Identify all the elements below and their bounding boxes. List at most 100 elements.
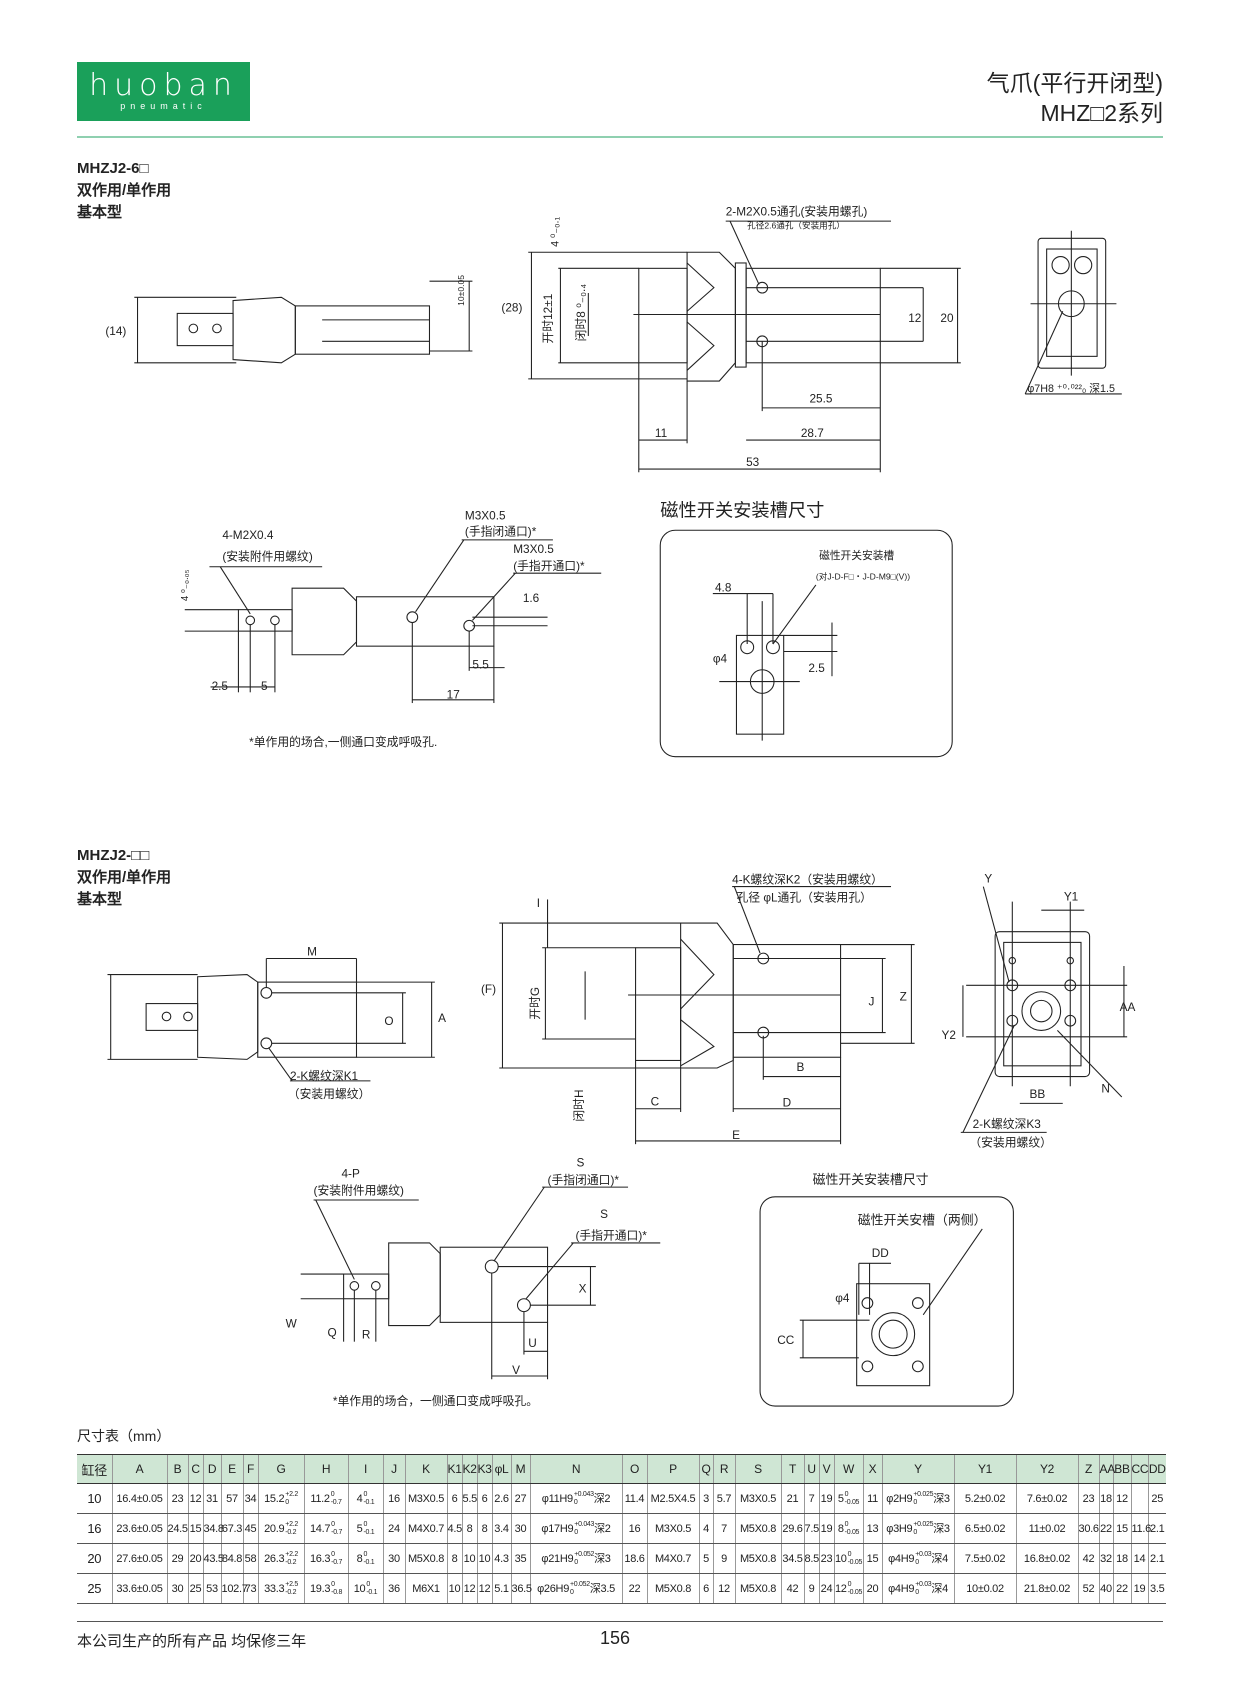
dim-5-5: 5.5 <box>472 658 489 672</box>
cell-value: φ2H9 <box>886 1492 913 1505</box>
table-cell: 20.9+2.2-0.2 <box>257 1513 304 1544</box>
dim-A: A <box>438 1011 446 1025</box>
port-closed-note: (手指闭通口)* <box>465 525 537 539</box>
dim-1-6: 1.6 <box>523 591 540 605</box>
hole-L-label: 孔径 φL通孔（安装用孔） <box>736 891 871 905</box>
magnetic-slot-label-2: 磁性开关安槽（两侧） <box>858 1213 987 1228</box>
cell-tolerance: 0-0.8 <box>331 1580 343 1596</box>
port-open-note: (手指开通口)* <box>513 559 585 573</box>
table-cell: 5.7 <box>712 1483 735 1514</box>
table-cell: M4X0.7 <box>646 1543 699 1574</box>
table-cell: 18 <box>1098 1483 1113 1514</box>
cell-depth: 深3.5 <box>589 1582 615 1595</box>
dim-D: D <box>783 1096 792 1110</box>
table-cell: 15 <box>187 1513 203 1544</box>
cell-depth: 深4 <box>931 1582 948 1595</box>
dim-M: M <box>307 944 317 958</box>
table-cell: 84.8 <box>220 1543 243 1574</box>
table-cell: M4X0.7 <box>404 1513 447 1544</box>
dim-17: 17 <box>447 688 460 702</box>
base-type: 基本型 <box>77 204 123 221</box>
cell-value: 15.2 <box>264 1492 285 1505</box>
magnetic-slot-box-2 <box>759 1196 1014 1407</box>
table-cell: 23.6±0.05 <box>111 1513 167 1544</box>
column-header: K1 <box>446 1454 462 1484</box>
dim-V: V <box>512 1363 520 1377</box>
cell-value: φ4H9 <box>888 1552 915 1565</box>
dim-G: 开时G <box>528 987 542 1020</box>
dim-28: (28) <box>501 300 522 314</box>
column-header: AA <box>1098 1454 1115 1484</box>
cell-value: 26.3 <box>264 1552 285 1565</box>
table-cell: 16 <box>77 1513 112 1544</box>
thread-label: 4-M2X0.4 <box>222 528 274 542</box>
column-header: D <box>202 1454 221 1484</box>
port-S-closed-label: S <box>577 1156 585 1170</box>
table-cell: 19 <box>1130 1573 1148 1604</box>
table-cell: 67.3 <box>220 1513 243 1544</box>
dim-CC: CC <box>777 1333 795 1347</box>
dim-5: 5 <box>261 679 268 693</box>
dim-12: 12 <box>908 311 921 325</box>
table-cell: 5.2±0.02 <box>953 1483 1016 1514</box>
table-cell: 12 <box>476 1573 492 1604</box>
cell-depth: 深2 <box>594 1522 611 1535</box>
mount-hole-label: 2-M2X0.5通孔(安装用螺孔) <box>726 205 868 219</box>
dim-W: W <box>286 1317 298 1331</box>
table-cell: 20 <box>862 1573 882 1604</box>
table-cell: 16.4±0.05 <box>111 1483 167 1514</box>
table-cell: 22 <box>1098 1513 1113 1544</box>
table-cell: 4 <box>698 1513 713 1544</box>
cell-depth: 深3 <box>594 1552 611 1565</box>
dim-Z: Z <box>900 989 907 1003</box>
table-cell: 25 <box>77 1573 112 1604</box>
thread-K1-note: （安装用螺纹） <box>288 1087 371 1101</box>
magnetic-slot-view-1 <box>712 584 838 741</box>
cell-value: 14.7 <box>309 1522 331 1535</box>
magnetic-fit-label: (对J-D-F□・J-D-M9□(V)) <box>816 571 910 582</box>
table-cell: 102.7 <box>220 1573 248 1604</box>
top-view-ports-large <box>300 1186 661 1380</box>
dim-AA: AA <box>1120 1000 1136 1014</box>
footer-divider <box>77 1621 1163 1622</box>
column-header: M <box>510 1454 530 1484</box>
table-cell: 10 <box>77 1483 112 1514</box>
thread-K3-label: 2-K螺纹深K3 <box>973 1117 1042 1131</box>
table-cell: 33.6±0.05 <box>111 1573 167 1604</box>
page-title: 气爪(平行开闭型) <box>986 70 1163 96</box>
single-acting-note: *单作用的场合,一侧通口变成呼吸孔. <box>249 735 437 749</box>
port-open-label: M3X0.5 <box>513 542 554 556</box>
dim-F: (F) <box>481 982 496 996</box>
cell-value: 8 <box>837 1522 844 1535</box>
dim-20: 20 <box>940 311 954 325</box>
dim-R: R <box>362 1327 371 1341</box>
column-header: CC <box>1130 1454 1149 1484</box>
model-name: MHZJ2-6□ <box>77 160 149 177</box>
table-cell <box>1130 1483 1148 1514</box>
top-view-large <box>499 886 915 1145</box>
table-cell: 27.6±0.05 <box>111 1543 167 1574</box>
cell-tolerance: 0-0.1 <box>363 1550 375 1566</box>
table-cell: 12 <box>1112 1483 1131 1514</box>
table-cell: M3X0.5 <box>404 1483 447 1514</box>
side-view-small <box>134 280 473 364</box>
dim-X: X <box>579 1281 587 1295</box>
cell-value: φ26H9 <box>537 1582 570 1595</box>
port-closed-label: M3X0.5 <box>465 508 506 522</box>
table-cell: 18 <box>1112 1543 1131 1574</box>
dim-closed: 闭时8 ⁰₋₀.₄ <box>574 284 588 342</box>
cell-tolerance: 0-0.1 <box>366 1580 378 1596</box>
table-cell: 30 <box>382 1543 405 1574</box>
column-header: J <box>382 1454 405 1484</box>
table-cell: 26.3+2.2-0.2 <box>257 1543 304 1574</box>
table-cell: 29.6 <box>780 1513 804 1544</box>
